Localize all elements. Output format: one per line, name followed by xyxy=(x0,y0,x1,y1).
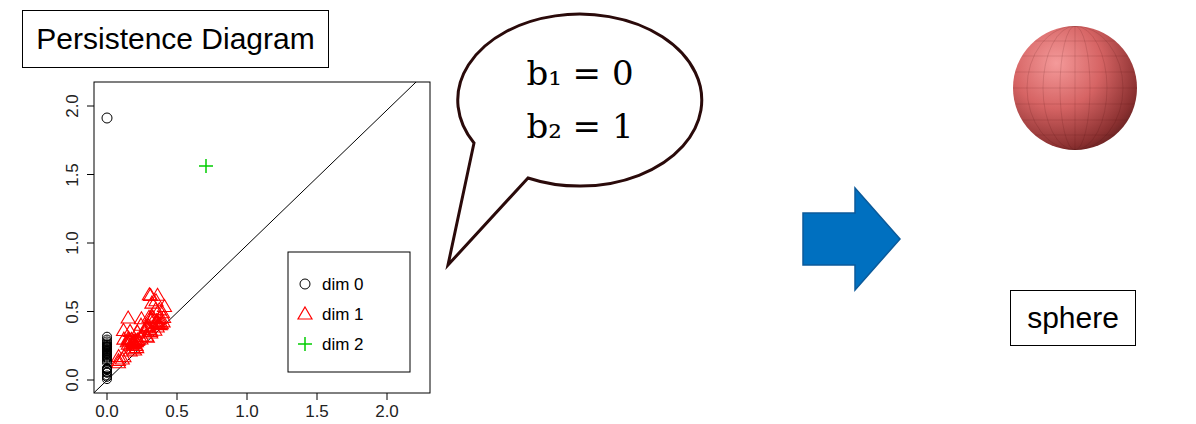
legend-text: dim 0 xyxy=(322,276,364,293)
plot-frame xyxy=(94,82,430,393)
legend-triangle xyxy=(298,307,312,319)
dim1-point xyxy=(146,310,160,322)
box-label: Persistence Diagram xyxy=(36,22,314,57)
title-box: Persistence Diagram xyxy=(22,10,329,68)
bubble-shape xyxy=(448,14,702,265)
dim1-point xyxy=(121,311,135,323)
dim1-point xyxy=(117,350,131,362)
box-label: sphere xyxy=(1027,301,1119,336)
dim0-point xyxy=(103,368,112,377)
data-points xyxy=(103,288,172,384)
sphere-illustration xyxy=(1013,26,1137,150)
tick-label: 1.5 xyxy=(64,163,81,187)
legend-box xyxy=(288,252,410,372)
tick-label: 0.0 xyxy=(95,403,119,420)
tick-label: 0.5 xyxy=(64,300,81,324)
dim1-point xyxy=(151,288,165,300)
tick-label: 2.0 xyxy=(375,403,399,420)
bubble-outline xyxy=(455,10,705,190)
dim1-point xyxy=(153,318,167,330)
tick-label: 0.5 xyxy=(165,403,189,420)
dim1-point xyxy=(139,320,153,332)
legend-text: dim 1 xyxy=(322,306,364,323)
legend-circle xyxy=(300,279,310,289)
tick-label: 1.5 xyxy=(305,403,329,420)
tick-label: 2.0 xyxy=(64,94,81,118)
dim1-point xyxy=(130,325,144,337)
dim1-point xyxy=(156,306,170,318)
speech-bubble: b₁ = 0 b₂ = 1 xyxy=(455,10,705,190)
dim1-point xyxy=(117,332,131,344)
label-box: sphere xyxy=(1010,290,1136,346)
dim0-point xyxy=(102,113,112,123)
diagonal-line xyxy=(94,82,430,393)
legend-text: dim 2 xyxy=(322,336,364,353)
betti-number: b₁ = 0 xyxy=(526,54,633,93)
tick-label: 1.0 xyxy=(64,231,81,255)
dim2-point xyxy=(199,159,213,173)
betti-number: b₂ = 1 xyxy=(526,107,633,146)
tick-label: 1.0 xyxy=(235,403,259,420)
tick-label: 0.0 xyxy=(64,368,81,392)
legend-plus xyxy=(298,337,312,351)
block-arrow xyxy=(803,188,900,290)
dim0-point xyxy=(103,345,112,354)
